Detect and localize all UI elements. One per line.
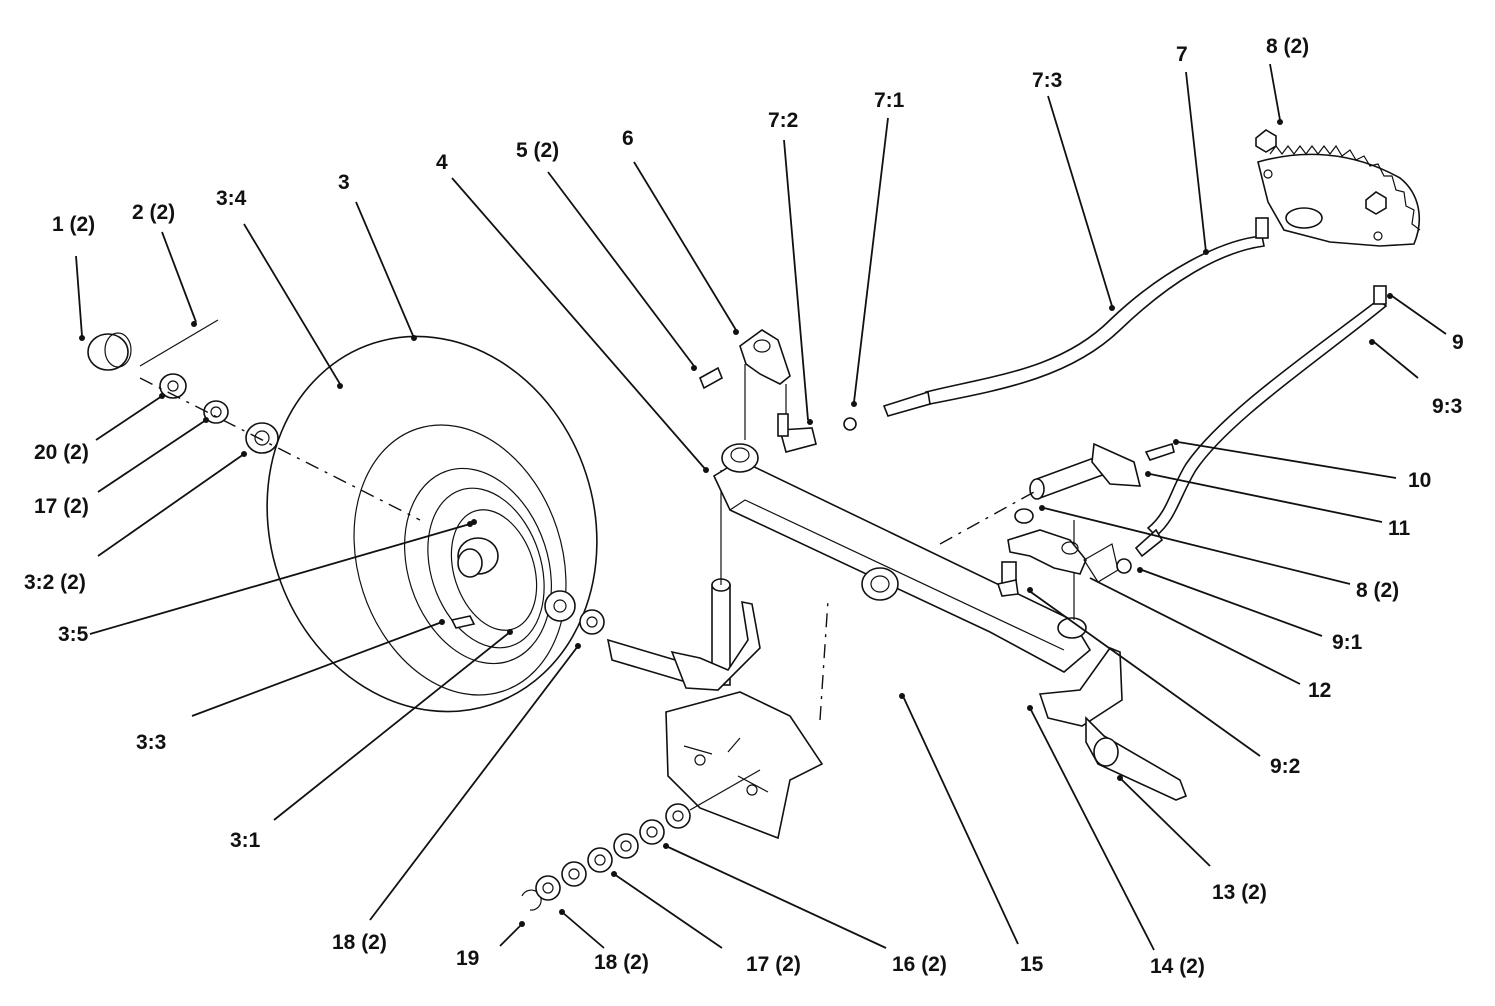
- callout-12: 12: [1308, 679, 1332, 702]
- callout-9-3: 9:3: [1432, 395, 1463, 418]
- pivot-shaft: [1029, 442, 1175, 500]
- callout-9-1: 9:1: [1332, 631, 1363, 654]
- callout-11: 11: [1388, 517, 1411, 540]
- callout-3: 3: [338, 171, 350, 194]
- callout-19: 19: [456, 947, 480, 970]
- callout-15: 15: [1020, 953, 1044, 976]
- callout-3-2: 3:2 (2): [24, 571, 86, 594]
- front-axle-beam: [712, 443, 1092, 673]
- drag-link-rod: [843, 217, 1269, 431]
- callout-1: 1 (2): [52, 213, 96, 236]
- callout-13: 13 (2): [1212, 881, 1267, 904]
- callout-20: 20 (2): [34, 441, 89, 464]
- left-spindle: [544, 470, 761, 691]
- tire-wheel-assembly: [266, 335, 598, 713]
- steering-arm: [698, 329, 817, 453]
- bottom-washer-stack: [521, 803, 691, 911]
- callout-6: 6: [622, 127, 634, 150]
- callout-8-top: 8 (2): [1266, 35, 1310, 58]
- callout-5: 5 (2): [516, 139, 560, 162]
- callout-16: 16 (2): [892, 953, 947, 976]
- callout-7-3: 7:3: [1032, 69, 1063, 92]
- callout-7-2: 7:2: [768, 109, 799, 132]
- callout-3-1: 3:1: [230, 829, 261, 852]
- callout-17-bottom: 17 (2): [746, 953, 801, 976]
- callout-9: 9: [1452, 331, 1464, 354]
- right-steering-arm: [996, 508, 1119, 597]
- right-spindle: [1038, 520, 1188, 801]
- leader-lines: [75, 63, 1447, 951]
- callout-17-left: 17 (2): [34, 495, 89, 518]
- callout-10: 10: [1408, 469, 1432, 492]
- leader-dots: [79, 119, 1393, 927]
- callout-3-4: 3:4: [216, 187, 247, 210]
- callout-7-1: 7:1: [874, 89, 905, 112]
- callout-2: 2 (2): [132, 201, 176, 224]
- callout-4: 4: [436, 151, 448, 174]
- callout-14: 14 (2): [1150, 955, 1205, 978]
- steering-sector-gear: [1255, 129, 1421, 247]
- left-hardware: [87, 319, 279, 454]
- callout-3-5: 3:5: [58, 623, 89, 646]
- callout-3-3: 3:3: [136, 731, 167, 754]
- callout-18-upper: 18 (2): [332, 931, 387, 954]
- callout-18-bottom: 18 (2): [594, 951, 649, 974]
- tie-rod: [1116, 285, 1388, 574]
- callout-7: 7: [1176, 43, 1188, 66]
- callout-9-2: 9:2: [1270, 755, 1301, 778]
- callout-8-lower: 8 (2): [1356, 579, 1400, 602]
